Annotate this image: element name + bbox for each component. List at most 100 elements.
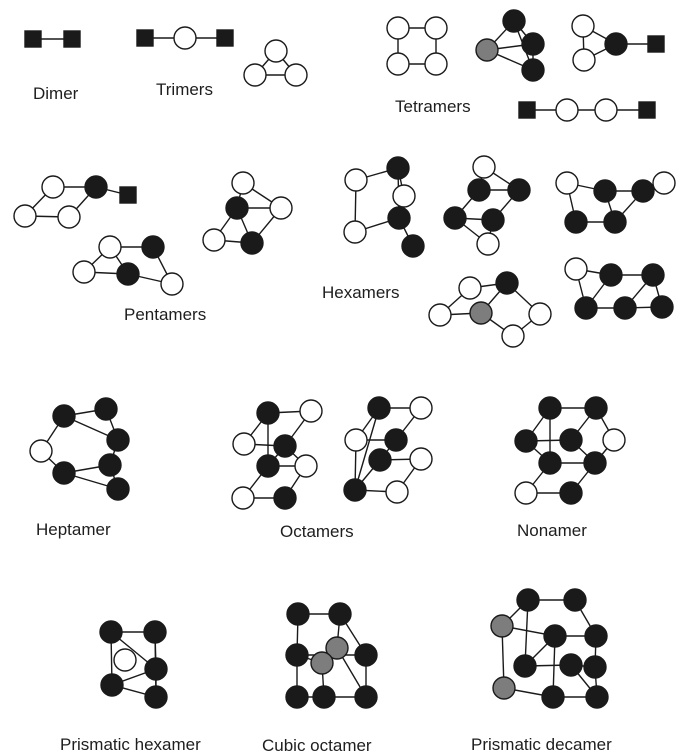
cluster-pentamer-chain bbox=[13, 175, 137, 229]
white-circle-node bbox=[294, 454, 318, 478]
white-circle-node bbox=[264, 39, 288, 63]
cluster-pentamer-b bbox=[202, 171, 293, 255]
cluster-trimer-chain bbox=[136, 26, 234, 50]
cluster-hexamer-d bbox=[428, 271, 552, 348]
white-circle-node bbox=[343, 220, 367, 244]
black-circle-node bbox=[143, 620, 167, 644]
black-circle-node bbox=[564, 210, 588, 234]
black-circle-node bbox=[225, 196, 249, 220]
black-circle-node bbox=[513, 654, 537, 678]
black-square-node bbox=[119, 186, 137, 204]
white-circle-node bbox=[458, 276, 482, 300]
white-circle-node bbox=[564, 257, 588, 281]
cluster-hexamer-e bbox=[564, 257, 674, 320]
white-circle-node bbox=[528, 302, 552, 326]
white-circle-node bbox=[555, 171, 579, 195]
black-circle-node bbox=[584, 396, 608, 420]
white-circle-node bbox=[231, 486, 255, 510]
black-circle-node bbox=[593, 179, 617, 203]
black-circle-node bbox=[502, 9, 526, 33]
cluster-octamer-b bbox=[343, 396, 433, 504]
black-circle-node bbox=[650, 295, 674, 319]
cluster-octamer-a bbox=[231, 399, 323, 510]
gray-circle-node bbox=[310, 651, 334, 675]
black-circle-node bbox=[144, 685, 168, 709]
black-circle-node bbox=[312, 685, 336, 709]
label-prismatic-hexamer: Prismatic hexamer bbox=[60, 735, 201, 754]
white-circle-node bbox=[501, 324, 525, 348]
black-circle-node bbox=[604, 32, 628, 56]
black-circle-node bbox=[559, 481, 583, 505]
black-circle-node bbox=[273, 486, 297, 510]
black-circle-node bbox=[328, 602, 352, 626]
black-circle-node bbox=[574, 296, 598, 320]
cluster-prismatic-decamer bbox=[490, 588, 609, 709]
white-circle-node bbox=[269, 196, 293, 220]
black-square-node bbox=[647, 35, 665, 53]
cluster-tetramer-branched bbox=[571, 14, 665, 72]
black-circle-node bbox=[285, 685, 309, 709]
black-circle-node bbox=[386, 156, 410, 180]
black-circle-node bbox=[584, 624, 608, 648]
black-circle-node bbox=[538, 451, 562, 475]
black-circle-node bbox=[240, 231, 264, 255]
white-circle-node bbox=[113, 648, 137, 672]
black-circle-node bbox=[144, 657, 168, 681]
white-circle-node bbox=[284, 63, 308, 87]
black-circle-node bbox=[52, 461, 76, 485]
white-circle-node bbox=[424, 52, 448, 76]
white-circle-node bbox=[386, 16, 410, 40]
black-circle-node bbox=[256, 454, 280, 478]
cluster-trimer-ring bbox=[243, 39, 308, 87]
white-circle-node bbox=[13, 204, 37, 228]
cluster-heptamer bbox=[29, 397, 130, 501]
label-tetramers: Tetramers bbox=[395, 97, 471, 116]
black-circle-node bbox=[538, 396, 562, 420]
white-circle-node bbox=[514, 481, 538, 505]
white-circle-node bbox=[472, 155, 496, 179]
white-circle-node bbox=[428, 303, 452, 327]
black-circle-node bbox=[84, 175, 108, 199]
black-circle-node bbox=[52, 404, 76, 428]
white-circle-node bbox=[386, 52, 410, 76]
black-circle-node bbox=[387, 206, 411, 230]
black-circle-node bbox=[100, 673, 124, 697]
white-circle-node bbox=[72, 260, 96, 284]
label-nonamer: Nonamer bbox=[517, 521, 587, 540]
label-cubic-octamer: Cubic octamer bbox=[262, 736, 372, 755]
white-circle-node bbox=[202, 228, 226, 252]
white-circle-node bbox=[29, 439, 53, 463]
white-circle-node bbox=[98, 235, 122, 259]
white-circle-node bbox=[476, 232, 500, 256]
black-circle-node bbox=[467, 178, 491, 202]
black-circle-node bbox=[631, 179, 655, 203]
black-circle-node bbox=[401, 234, 425, 258]
white-circle-node bbox=[231, 171, 255, 195]
gray-circle-node bbox=[475, 38, 499, 62]
gray-circle-node bbox=[469, 301, 493, 325]
black-circle-node bbox=[354, 643, 378, 667]
black-circle-node bbox=[541, 685, 565, 709]
black-circle-node bbox=[94, 397, 118, 421]
gray-circle-node bbox=[492, 676, 516, 700]
white-circle-node bbox=[173, 26, 197, 50]
cluster-pentamer-a bbox=[72, 235, 184, 296]
black-circle-node bbox=[273, 434, 297, 458]
cluster-tetramer-star bbox=[475, 9, 545, 82]
black-circle-node bbox=[516, 588, 540, 612]
white-circle-node bbox=[344, 168, 368, 192]
black-square-node bbox=[24, 30, 42, 48]
cluster-tetramer-ring bbox=[386, 16, 448, 76]
black-circle-node bbox=[343, 478, 367, 502]
white-circle-node bbox=[57, 205, 81, 229]
white-circle-node bbox=[424, 16, 448, 40]
black-circle-node bbox=[583, 655, 607, 679]
bond-line bbox=[354, 407, 380, 491]
black-circle-node bbox=[507, 178, 531, 202]
label-hexamers: Hexamers bbox=[322, 283, 400, 302]
black-circle-node bbox=[367, 396, 391, 420]
black-circle-node bbox=[641, 263, 665, 287]
label-octamers: Octamers bbox=[280, 522, 354, 541]
gray-circle-node bbox=[490, 614, 514, 638]
